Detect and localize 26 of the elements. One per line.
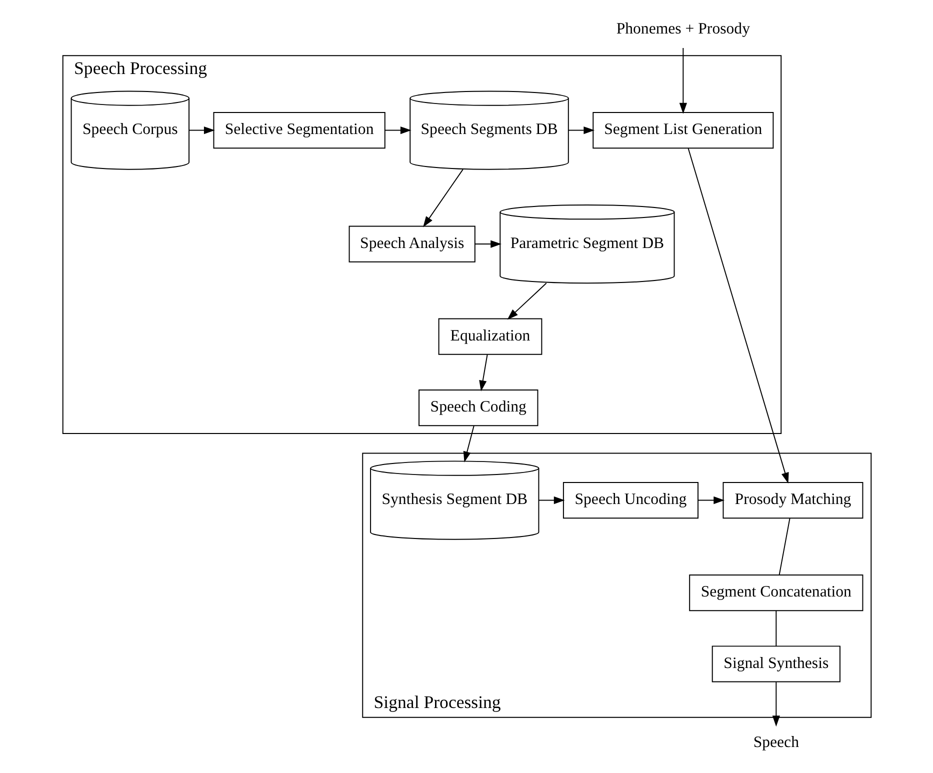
node-box: Equalization — [438, 318, 542, 355]
arrow — [188, 126, 214, 134]
node-box: Segment Concatenation — [688, 574, 863, 612]
node-box: Segment List Generation — [592, 112, 774, 149]
arrow — [697, 496, 724, 504]
arrow — [422, 168, 463, 228]
arrow — [506, 282, 546, 320]
connector — [775, 610, 776, 647]
node-text: Speech — [752, 734, 798, 751]
arrow — [478, 354, 488, 392]
node-box: Speech Uncoding — [562, 482, 698, 519]
arrow — [538, 496, 564, 504]
node-box: Prosody Matching — [722, 482, 863, 519]
arrow — [462, 425, 474, 462]
arrow — [687, 148, 788, 484]
node-text: Phonemes + Prosody — [616, 20, 750, 38]
arrow — [678, 48, 686, 114]
connector — [778, 518, 790, 576]
arrow — [384, 126, 411, 134]
node-box: Speech Analysis — [348, 226, 475, 262]
node-box: Selective Segmentation — [212, 112, 385, 149]
node-box: Speech Coding — [418, 389, 538, 426]
node-box: Signal Synthesis — [711, 646, 840, 682]
arrow — [474, 240, 501, 248]
arrow — [772, 682, 780, 727]
arrow — [567, 126, 594, 134]
